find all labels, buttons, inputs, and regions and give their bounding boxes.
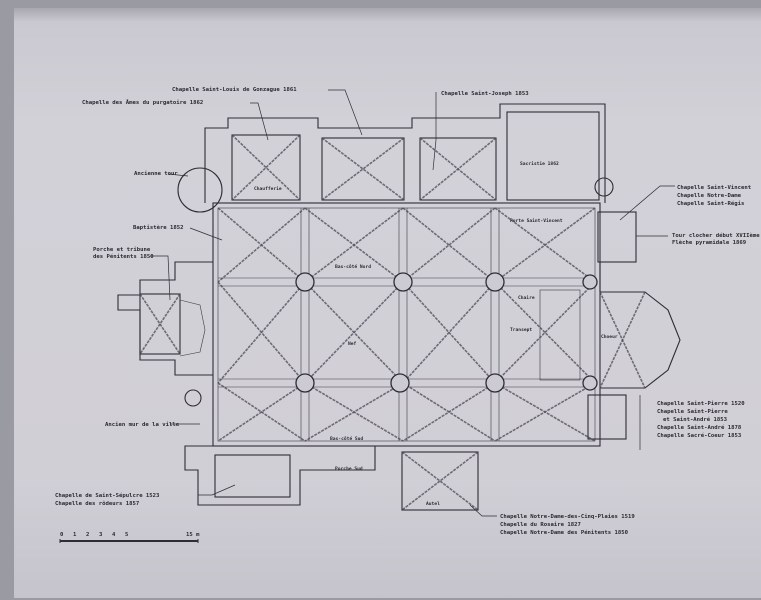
chapelle-ames-room bbox=[231, 134, 301, 201]
scale-tick-1: 1 bbox=[73, 532, 77, 538]
piers bbox=[295, 272, 598, 393]
label-sud-3: Chapelle Notre-Dame des Pénitents 1850 bbox=[500, 529, 629, 536]
room-bas-cote-nord: Bas-côté Nord bbox=[335, 263, 371, 270]
label-nord-est-3: Chapelle Saint-Régis bbox=[677, 200, 744, 207]
label-nord-est-1: Chapelle Saint-Vincent bbox=[677, 185, 751, 191]
label-tour-clocher-2: Flèche pyramidale 1869 bbox=[672, 239, 747, 246]
label-sud-ouest-2: Chapelle des rôdeurs 1857 bbox=[55, 500, 139, 507]
label-sud-est-3: et Saint-André 1853 bbox=[663, 416, 727, 423]
room-labels: Chaufferie Bas-côté Nord Nef Bas-côté Su… bbox=[254, 161, 618, 507]
outer-walls bbox=[117, 103, 681, 511]
label-ancienne-tour: Ancienne tour bbox=[134, 171, 178, 177]
room-nef: Nef bbox=[348, 341, 357, 347]
label-sud-ouest-1: Chapelle de Saint-Sépulcre 1523 bbox=[55, 492, 159, 499]
room-sacristie: Sacristie 1862 bbox=[520, 161, 559, 167]
label-sud-2: Chapelle du Rosaire 1827 bbox=[500, 522, 581, 528]
porche-room bbox=[139, 293, 181, 355]
chapelle-saint-joseph-room bbox=[419, 137, 497, 201]
label-baptistere: Baptistère 1852 bbox=[133, 224, 184, 231]
label-porche-line2: des Pénitents 1850 bbox=[93, 253, 154, 260]
sacristie-room bbox=[506, 111, 600, 201]
scale-tick-3: 3 bbox=[99, 532, 102, 538]
room-choeur: Choeur bbox=[601, 334, 618, 340]
label-ancien-mur: Ancien mur de la ville bbox=[105, 422, 180, 428]
chapelle-saint-louis-room bbox=[321, 137, 405, 201]
tour-clocher-room bbox=[597, 211, 637, 263]
room-bas-cote-sud: Bas-côté Sud bbox=[330, 435, 363, 442]
label-sud-est-4: Chapelle Saint-André 1878 bbox=[657, 424, 742, 431]
label-chapelle-ames: Chapelle des Âmes du purgatoire 1862 bbox=[82, 99, 203, 106]
label-sud-est-5: Chapelle Sacré-Coeur 1853 bbox=[657, 432, 741, 439]
scale-tick-5: 5 bbox=[125, 532, 128, 538]
chapelle-saint-pierre-room bbox=[587, 394, 627, 440]
plan-sheet bbox=[14, 8, 761, 598]
room-porte-saint-vincent: Porte Saint-Vincent bbox=[510, 218, 563, 224]
scale-tick-4: 4 bbox=[112, 532, 116, 538]
room-porche-sud: Porche Sud bbox=[335, 466, 363, 472]
label-sud-1: Chapelle Notre-Dame-des-Cinq-Plaies 1519 bbox=[500, 514, 635, 520]
label-porche-line1: Porche et tribune bbox=[93, 247, 151, 253]
room-transept: Transept bbox=[510, 327, 532, 333]
scale-tick-2: 2 bbox=[86, 532, 89, 538]
label-chapelle-saint-louis: Chapelle Saint-Louis de Gonzague 1861 bbox=[172, 87, 297, 93]
chapelle-notre-dame-cinq-plaies-room bbox=[401, 451, 479, 511]
annotations: Chapelle Saint-Louis de Gonzague 1861 Ch… bbox=[55, 87, 760, 536]
room-autel: Autel bbox=[426, 501, 440, 507]
label-sud-est-1: Chapelle Saint-Pierre 1520 bbox=[657, 401, 745, 407]
scale-tick-0: 0 bbox=[60, 532, 64, 538]
label-nord-est-2: Chapelle Notre-Dame bbox=[677, 193, 742, 199]
room-chaufferie: Chaufferie bbox=[254, 186, 282, 192]
label-chapelle-saint-joseph: Chapelle Saint-Joseph 1853 bbox=[441, 91, 529, 97]
vault-ribs bbox=[139, 134, 646, 511]
scale-tick-15m: 15 m bbox=[186, 532, 200, 538]
scale-bar: 0 1 2 3 4 5 15 m bbox=[59, 532, 200, 543]
chapelle-saint-sepulcre-room bbox=[214, 454, 291, 498]
label-tour-clocher-1: Tour clocher début XVIIème bbox=[672, 232, 760, 239]
label-sud-est-2: Chapelle Saint-Pierre bbox=[657, 409, 728, 415]
room-chaire: Chaire bbox=[518, 295, 535, 301]
